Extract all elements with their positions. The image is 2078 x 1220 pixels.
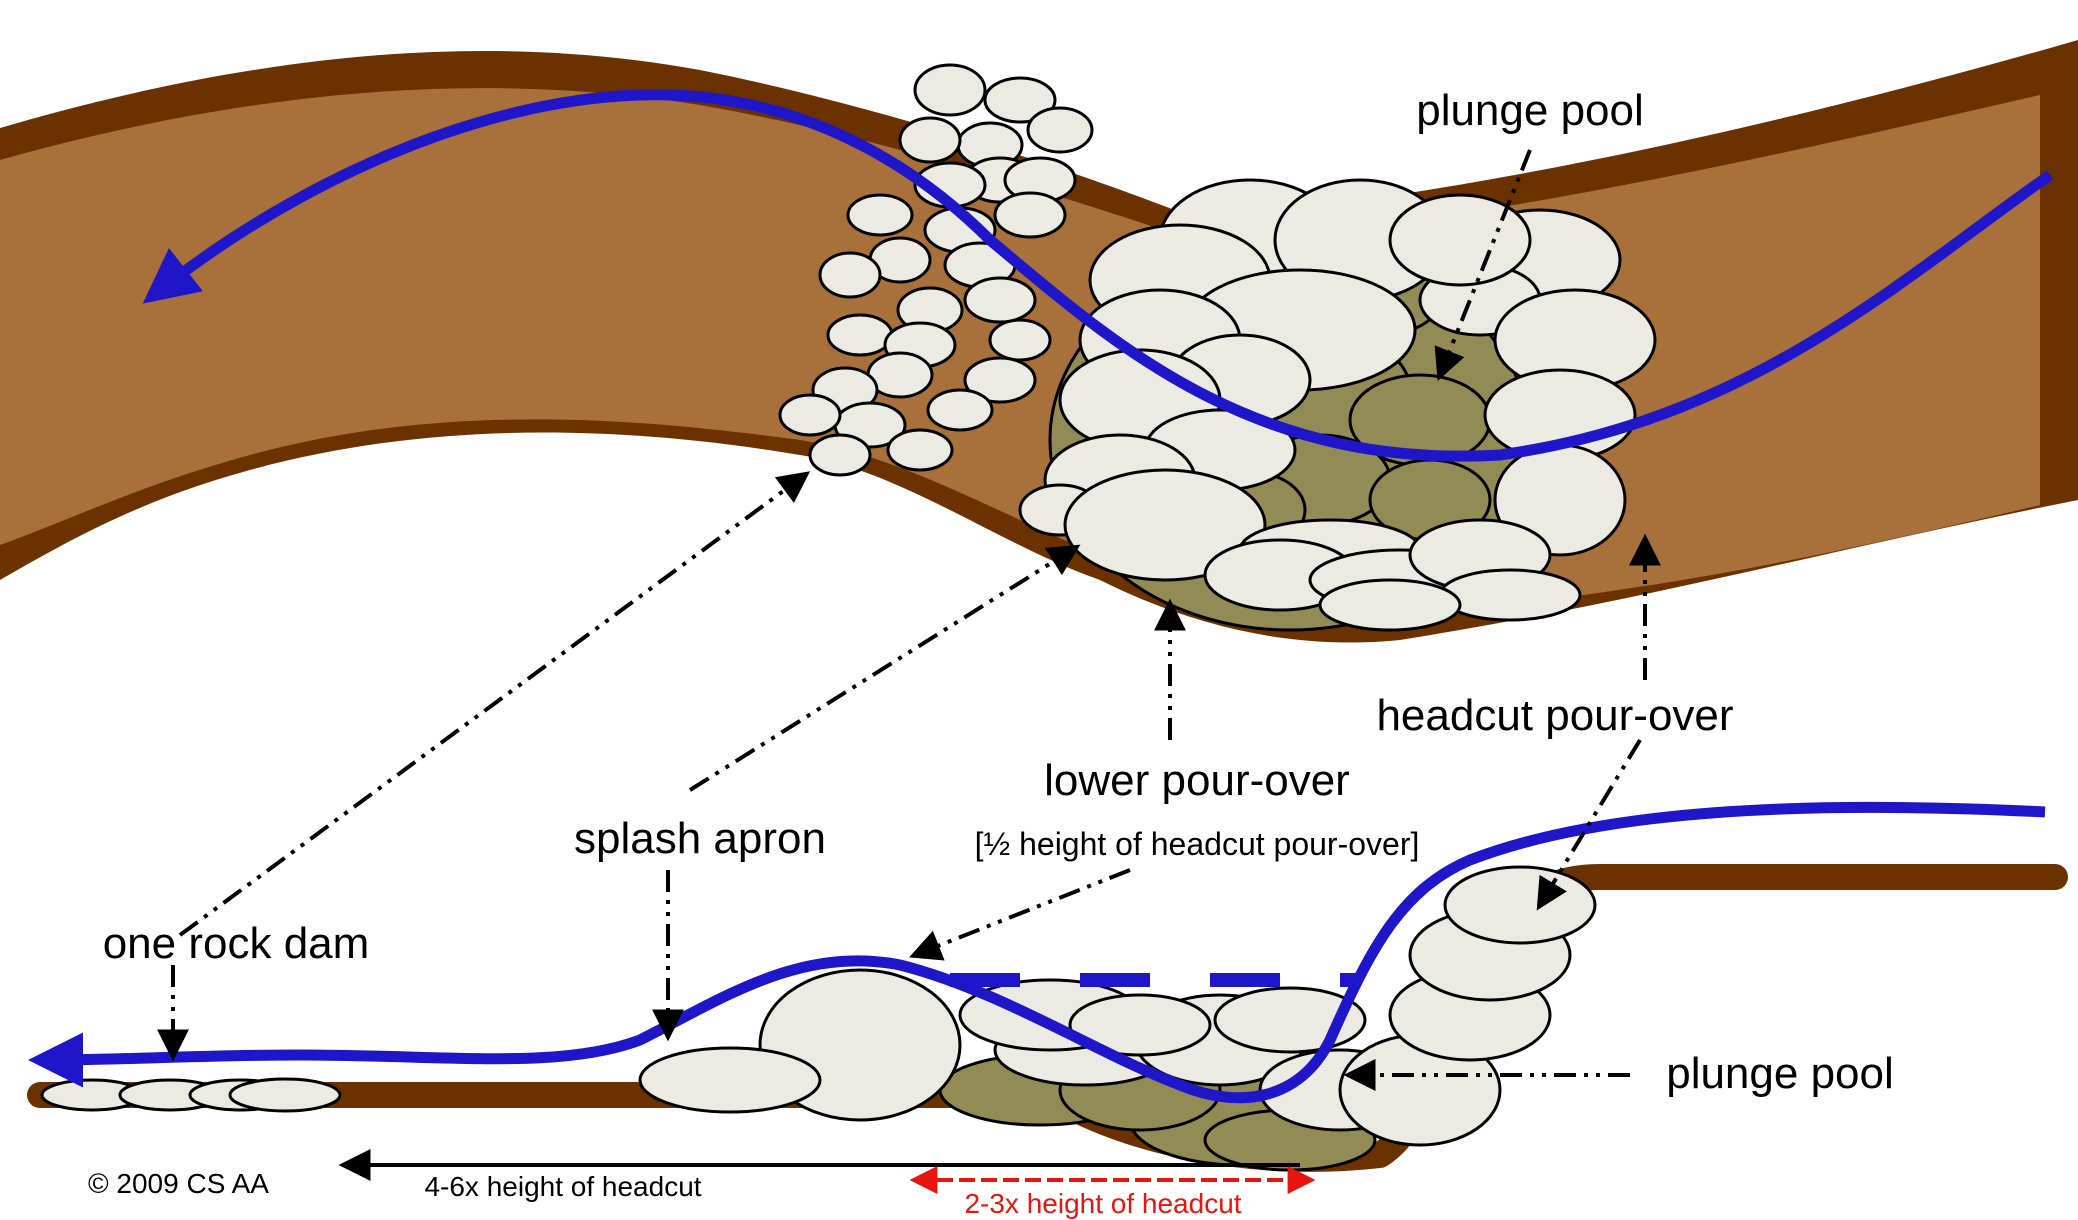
rock — [1028, 108, 1092, 152]
rock — [888, 430, 952, 470]
rock — [965, 278, 1035, 322]
rock — [995, 193, 1065, 237]
arrow-lower-pour-over-down — [915, 870, 1130, 955]
rock — [828, 315, 892, 355]
arrow-splash-apron-up — [690, 548, 1075, 790]
label-copyright: © 2009 CS AA — [88, 1168, 269, 1199]
rock — [780, 395, 840, 435]
label-headcut-pour-over: headcut pour-over — [1376, 691, 1733, 740]
label-one-rock-dam: one rock dam — [103, 919, 370, 968]
arrow-one-rock-dam-up — [180, 475, 805, 935]
rock — [810, 435, 870, 475]
label-plunge-pool-top: plunge pool — [1416, 86, 1644, 135]
rock — [820, 253, 880, 297]
label-splash-apron: splash apron — [574, 814, 826, 863]
label-dim-long: 4-6x height of headcut — [424, 1171, 701, 1202]
rock — [990, 320, 1050, 360]
rock — [1440, 570, 1580, 620]
label-lower-pour-over: lower pour-over — [1044, 756, 1350, 805]
rock — [1390, 195, 1530, 285]
rock — [848, 195, 912, 235]
rock — [640, 1048, 820, 1112]
rock — [928, 390, 992, 430]
label-plunge-pool-side: plunge pool — [1666, 1049, 1894, 1098]
label-dim-short: 2-3x height of headcut — [964, 1188, 1241, 1219]
rock — [900, 118, 960, 162]
label-lower-pour-over-note: [½ height of headcut pour-over] — [975, 826, 1420, 862]
rock — [915, 65, 985, 115]
rock — [1445, 867, 1595, 943]
rock — [1320, 580, 1460, 630]
rock — [230, 1079, 340, 1111]
profile-rocks — [42, 867, 1595, 1170]
